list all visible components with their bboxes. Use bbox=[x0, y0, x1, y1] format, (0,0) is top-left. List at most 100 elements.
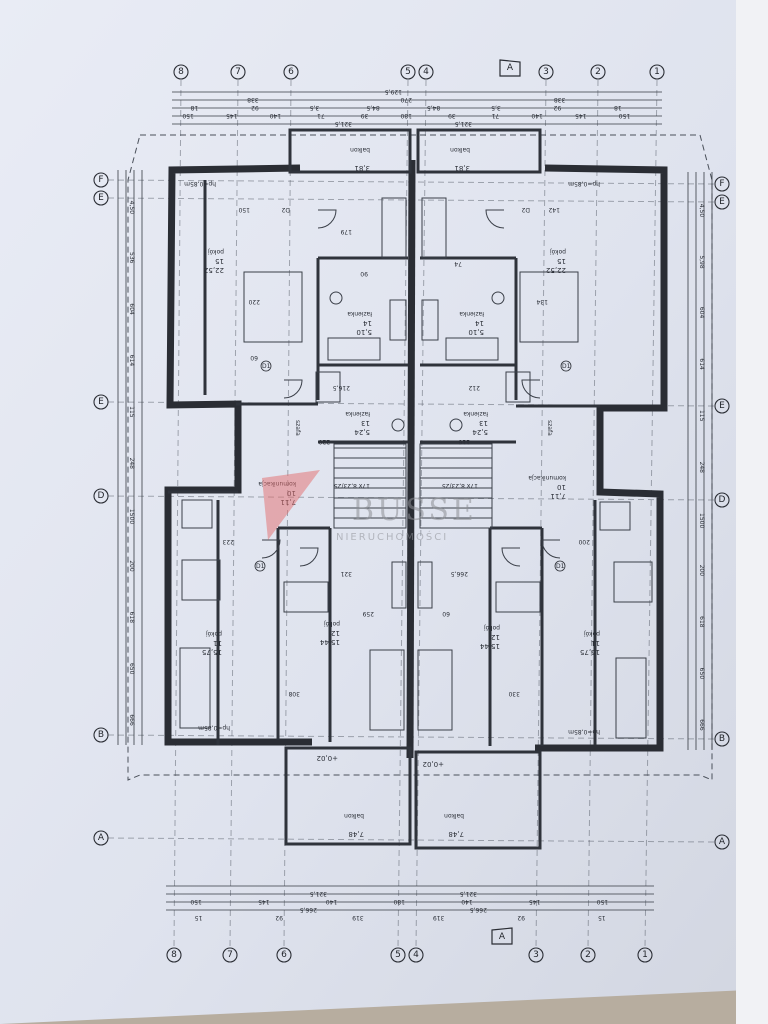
axis-label-top: 6 bbox=[288, 67, 294, 77]
axis-line-vertical bbox=[644, 79, 658, 949]
dim-bottom-row2: 180 bbox=[393, 898, 405, 905]
dim-top-row3: 71 bbox=[317, 112, 325, 119]
dim-left: 248 bbox=[128, 458, 135, 470]
axis-label-right: E bbox=[719, 401, 725, 411]
dim-left: 536 bbox=[128, 252, 135, 264]
axis-label-left: E bbox=[98, 397, 104, 407]
interior-dim: 308 bbox=[288, 690, 300, 697]
axis-label-right: E bbox=[719, 197, 725, 207]
section-marker-top-label: A bbox=[507, 63, 514, 73]
section-marker-top: A bbox=[499, 59, 521, 77]
dim-top-row5: 92 bbox=[553, 104, 561, 111]
dim-bottom-row3: 266,5 bbox=[300, 906, 317, 913]
dim-top-row3: 150 bbox=[182, 112, 194, 119]
dim-top-row2: 270 bbox=[400, 96, 412, 103]
watermark-sub: NIERUCHOMOŚCI bbox=[336, 530, 448, 543]
axis-label-bottom: 7 bbox=[227, 950, 233, 960]
room-name-balcony-top-right: balkon bbox=[450, 146, 470, 153]
axis-label-right: A bbox=[719, 837, 726, 847]
door-tag: D1 bbox=[262, 363, 271, 370]
room-name-wc-left: łazienka bbox=[345, 410, 370, 417]
axis-bubble-top bbox=[400, 64, 416, 80]
room-name-room11-right: pokój bbox=[584, 630, 600, 637]
room-name-room12-right: pokój bbox=[484, 624, 500, 631]
room-area-balcony-top-left: 3,81 bbox=[354, 164, 370, 172]
axis-label-left: B bbox=[98, 730, 104, 740]
axis-bubble-right bbox=[714, 176, 730, 192]
axis-bubble-bottom bbox=[390, 947, 406, 963]
door-swing bbox=[283, 379, 303, 399]
room-area-room11-left: 15,75 bbox=[202, 648, 222, 656]
balcony-top-left-outline bbox=[288, 128, 412, 174]
door-tag: D1 bbox=[556, 563, 565, 570]
door-tag-circle bbox=[554, 560, 566, 572]
axis-label-right: F bbox=[719, 179, 724, 189]
dim-bottom-row2: 140 bbox=[461, 898, 473, 905]
wardrobe-label: szafa bbox=[546, 420, 553, 436]
section-marker-bottom: A bbox=[491, 927, 513, 945]
room-name-balcony-bottom-left: balkon bbox=[344, 812, 364, 819]
axis-label-top: 8 bbox=[178, 67, 184, 77]
interior-dim: 179 bbox=[340, 228, 352, 235]
dim-top-row5: 84,5 bbox=[366, 104, 380, 111]
axis-bubble-top bbox=[538, 64, 554, 80]
room-name-room11-left: pokój bbox=[206, 630, 222, 637]
interior-dim: 142 bbox=[548, 206, 560, 213]
dim-bottom-row1: 321,5 bbox=[310, 890, 327, 897]
dim-top-row3: 39 bbox=[361, 112, 369, 119]
door-tag-circle bbox=[560, 360, 572, 372]
watermark-brand: BUSSE bbox=[352, 493, 477, 528]
dim-bottom-row3: 266,5 bbox=[470, 906, 487, 913]
dim-right: 200 bbox=[698, 565, 705, 577]
interior-dim: 116 bbox=[458, 438, 470, 445]
sill-height-top-left: hp=0,85m bbox=[184, 180, 216, 187]
axis-label-left: A bbox=[98, 833, 105, 843]
dim-top-row3: 150 bbox=[619, 112, 631, 119]
interior-dim: 200 bbox=[578, 538, 590, 545]
axis-label-left: F bbox=[98, 175, 103, 185]
axis-label-top: 5 bbox=[405, 67, 411, 77]
room-name-room12-left: pokój bbox=[324, 620, 340, 627]
room-area-bedroom-left: 22,52 bbox=[204, 266, 224, 274]
axis-bubble-top bbox=[590, 64, 606, 80]
room-number-hall-right: 10 bbox=[557, 483, 566, 491]
axis-bubble-left bbox=[93, 727, 109, 743]
room-area-bath-left: 5,10 bbox=[356, 328, 372, 336]
dim-top-row2: 338 bbox=[554, 96, 566, 103]
doors bbox=[261, 209, 561, 567]
axis-bubble-right bbox=[714, 398, 730, 414]
room-number-room11-left: 11 bbox=[213, 639, 222, 647]
axis-line-vertical bbox=[587, 79, 599, 949]
sill-height-bottom-right: hp=0,85m bbox=[568, 728, 600, 735]
dim-top-row3: 180 bbox=[400, 112, 412, 119]
door-tag-circle bbox=[254, 560, 266, 572]
interior-walls bbox=[168, 180, 600, 746]
door-tag: D1 bbox=[256, 563, 265, 570]
axis-bubble-left bbox=[93, 394, 109, 410]
axis-label-bottom: 8 bbox=[171, 950, 177, 960]
outer-wall-right bbox=[535, 164, 668, 752]
level-mark-left: +0,02 bbox=[317, 754, 338, 762]
dim-top-row5: 84,5 bbox=[427, 104, 441, 111]
balcony-bottom-left-outline bbox=[284, 746, 412, 846]
room-number-bedroom-right: 15 bbox=[557, 257, 566, 265]
dim-top-row5: 92 bbox=[251, 104, 259, 111]
dim-left: 604 bbox=[128, 303, 135, 315]
dim-right: 604 bbox=[698, 307, 705, 319]
axis-label-right: B bbox=[719, 734, 725, 744]
stair-flight-right bbox=[419, 443, 493, 529]
roof-outline bbox=[127, 134, 713, 781]
dimension-lines bbox=[117, 91, 713, 911]
room-area-wc-right: 5,24 bbox=[472, 428, 488, 436]
room-area-bedroom-right: 22,52 bbox=[546, 266, 566, 274]
dim-top-row4: 321,5 bbox=[455, 120, 472, 127]
axis-bubble-right bbox=[714, 834, 730, 850]
room-number-room12-left: 12 bbox=[331, 629, 340, 637]
dim-bottom-row4: 92 bbox=[517, 914, 525, 921]
dim-bottom-row4: 15 bbox=[598, 914, 606, 921]
axis-bubble-right bbox=[714, 194, 730, 210]
axis-label-bottom: 5 bbox=[395, 950, 401, 960]
interior-dim: 74 bbox=[454, 260, 462, 267]
interior-dim: 90 bbox=[360, 270, 368, 277]
